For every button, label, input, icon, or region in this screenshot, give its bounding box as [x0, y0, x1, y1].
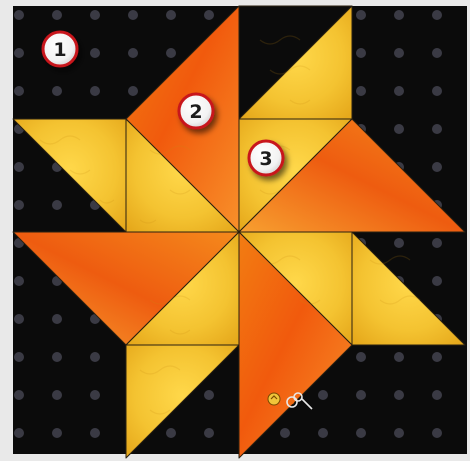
badge-1: 1 — [43, 32, 77, 66]
badge-3-label: 3 — [259, 148, 272, 170]
badge-2-label: 2 — [189, 101, 202, 123]
badge-2: 2 — [179, 94, 213, 128]
badge-1-label: 1 — [53, 39, 66, 61]
badge-3: 3 — [249, 141, 283, 175]
